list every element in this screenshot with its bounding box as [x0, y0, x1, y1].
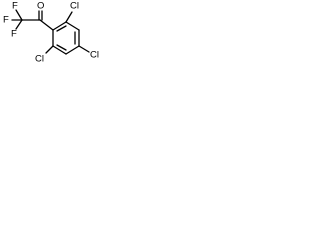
molecule-structure: F F F O Cl Cl Cl — [3, 1, 99, 65]
bond-cl-top-right — [65, 11, 73, 23]
atom-f-top: F — [12, 1, 18, 12]
bond-carbonyl-ring — [39, 19, 54, 31]
bond-cl-bottom-left — [45, 45, 54, 54]
atom-cl-right: Cl — [90, 50, 99, 61]
ring-bond-1 — [52, 21, 67, 31]
ring-double-1 — [56, 25, 67, 32]
bond-cf3-f-top — [15, 9, 23, 21]
ring-double-3 — [56, 44, 67, 51]
atom-cl-top-right: Cl — [70, 1, 79, 12]
trifluoromethyl-bonds — [11, 9, 41, 30]
bond-cf3-f-bottom — [15, 19, 23, 30]
ring-bond-4 — [65, 45, 80, 55]
atom-cl-bottom-left: Cl — [35, 54, 44, 65]
ring-bond-2 — [65, 21, 80, 31]
atom-o-carbonyl: O — [37, 1, 44, 12]
atom-f-left: F — [3, 15, 9, 26]
carbonyl-bonds — [38, 10, 54, 31]
ring-bond-5 — [52, 45, 67, 55]
atom-f-bottom: F — [11, 29, 17, 40]
bond-cl-right — [78, 45, 90, 53]
benzene-ring — [52, 21, 80, 55]
chlorine-bonds — [45, 11, 90, 54]
